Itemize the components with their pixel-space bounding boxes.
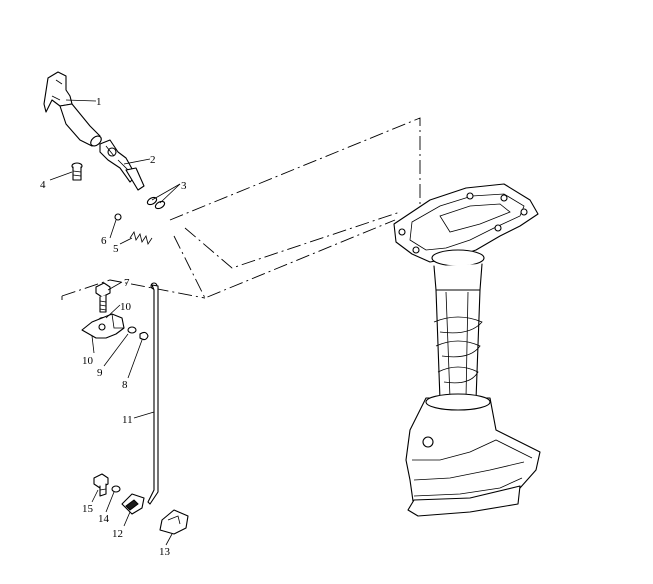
callout-8: 8 <box>122 379 128 391</box>
callout-7: 7 <box>124 277 130 289</box>
callout-10-upper: 10 <box>120 301 132 313</box>
callout-numbers: 1 2 3 4 5 6 7 8 9 10 10 11 12 13 14 15 <box>40 96 187 558</box>
callout-12: 12 <box>112 528 123 540</box>
part-2-shift-shaft <box>99 139 145 191</box>
callout-1: 1 <box>96 96 102 108</box>
part-11-shift-rod <box>147 282 159 505</box>
callout-10-lower: 10 <box>82 355 94 367</box>
callout-2: 2 <box>150 154 156 166</box>
callout-15: 15 <box>82 503 94 515</box>
part-10-bracket <box>81 313 125 339</box>
callout-leader-lines <box>49 99 181 546</box>
part-12-rod-clip <box>121 493 145 515</box>
callout-5: 5 <box>113 243 119 255</box>
part-3-o-rings <box>146 196 166 210</box>
part-4-screw <box>71 162 83 181</box>
part-drive-shaft-housing <box>393 183 541 517</box>
part-15-bolt <box>93 473 109 497</box>
assembly-outline-lines <box>61 117 421 300</box>
part-1-shift-handle <box>43 71 102 147</box>
part-9-washer <box>127 326 137 334</box>
part-8-cotter-pin <box>139 331 149 341</box>
callout-4: 4 <box>40 179 46 191</box>
part-5-spring <box>129 231 153 245</box>
callout-3: 3 <box>181 180 187 192</box>
part-7-bolt <box>95 282 111 313</box>
part-6-ball <box>114 213 122 221</box>
callout-11: 11 <box>122 414 133 426</box>
callout-6: 6 <box>101 235 107 247</box>
part-13-joint <box>159 509 189 535</box>
callout-13: 13 <box>159 546 171 558</box>
part-14-washer <box>111 485 121 493</box>
callout-9: 9 <box>97 367 103 379</box>
callout-14: 14 <box>98 513 110 525</box>
